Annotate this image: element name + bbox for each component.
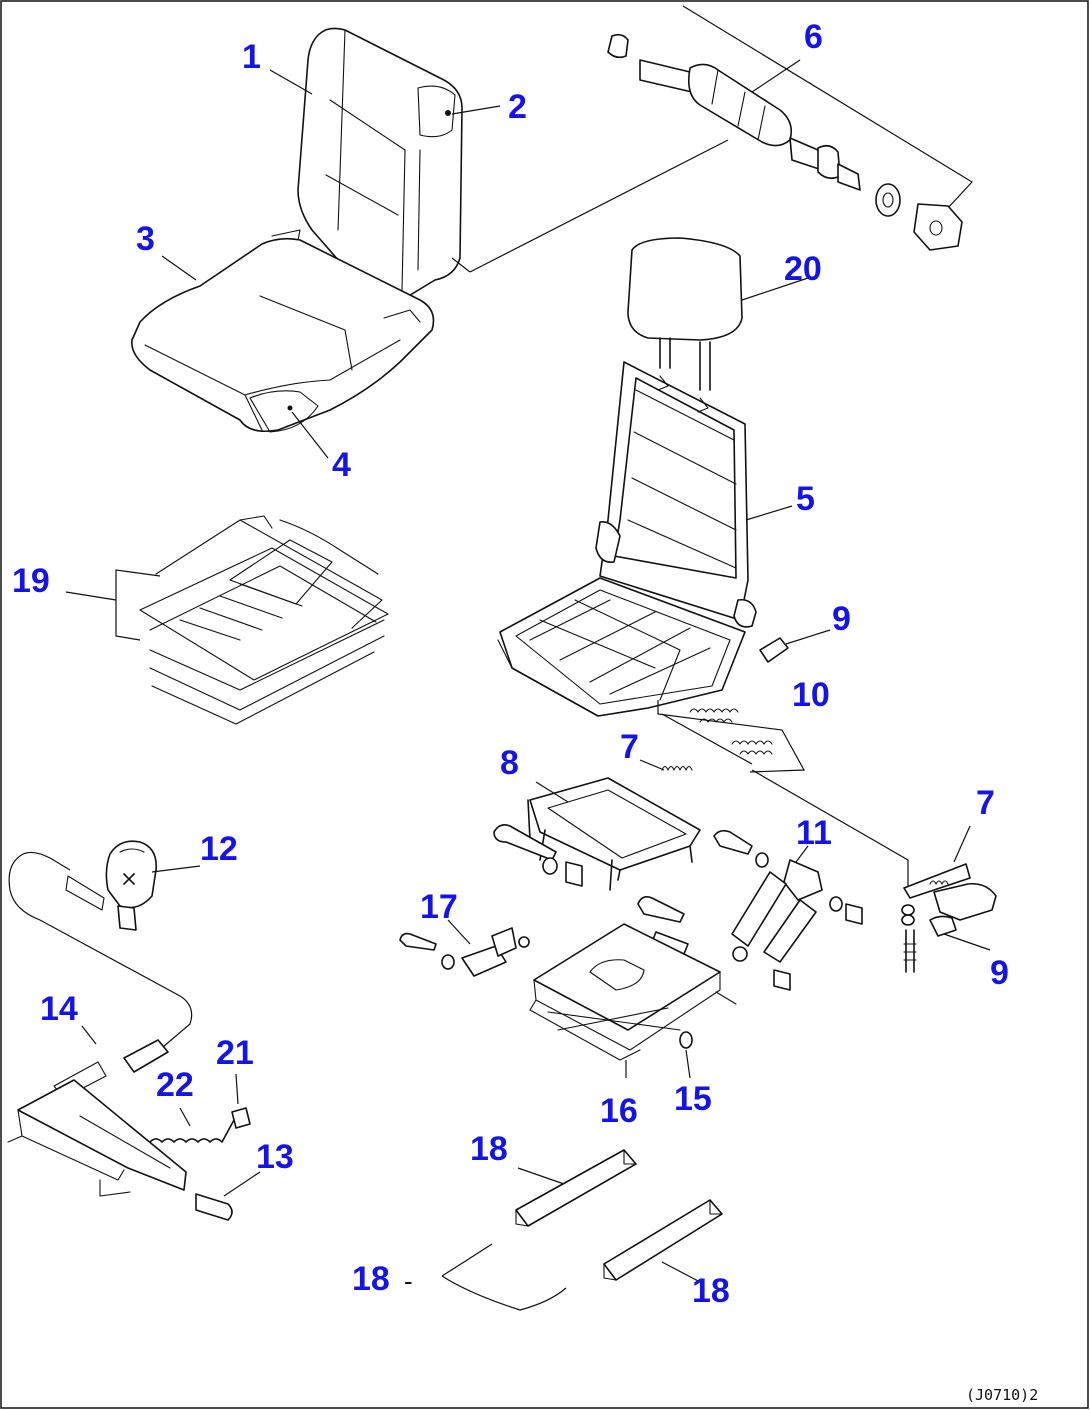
callout-18-left: 18 <box>352 1260 390 1298</box>
lever-rail-assembly <box>7 840 251 1221</box>
drawing-code: (J0710)2 <box>966 1386 1038 1404</box>
callout-10: 10 <box>792 676 830 714</box>
callout-11: 11 <box>796 814 832 852</box>
part-9-clip-upper <box>759 637 789 663</box>
callout-2: 2 <box>508 88 527 126</box>
callout-4: 4 <box>332 446 351 484</box>
seat-back-cushion <box>297 27 463 301</box>
leader-lines <box>81 59 971 1283</box>
suspension-dampers <box>637 859 863 991</box>
springs-part-10 <box>657 700 805 773</box>
armrest-shaft-assembly <box>451 5 973 273</box>
callout-15: 15 <box>674 1080 712 1118</box>
callout-13: 13 <box>256 1138 294 1176</box>
bolt-set-part-17 <box>399 927 530 977</box>
seat-pan-part-19 <box>65 515 389 725</box>
right-bracket-assembly <box>751 769 997 973</box>
callout-18-dash: - <box>404 1266 413 1296</box>
callout-12: 12 <box>200 830 238 868</box>
callout-18-upper: 18 <box>470 1130 508 1168</box>
callout-19: 19 <box>12 562 50 600</box>
callout-17: 17 <box>420 888 458 926</box>
spring-part-7-upper <box>661 765 693 771</box>
seat-cushion <box>131 229 435 433</box>
callout-labels: 1 2 3 4 5 6 7 7 8 9 9 10 11 12 13 14 15 … <box>12 18 1009 1310</box>
callout-22: 22 <box>156 1066 194 1104</box>
callout-5: 5 <box>796 480 815 518</box>
part-4-point <box>287 405 293 411</box>
seat-frame <box>497 361 757 717</box>
part-2-point <box>445 110 451 116</box>
callout-14: 14 <box>40 990 78 1028</box>
callout-8: 8 <box>500 744 519 782</box>
slide-rails-part-18 <box>441 1149 723 1311</box>
callout-21: 21 <box>216 1034 254 1072</box>
callout-1: 1 <box>242 38 261 76</box>
callout-18-lower: 18 <box>692 1272 730 1310</box>
callout-6: 6 <box>804 18 823 56</box>
callout-9-lower: 9 <box>990 954 1009 992</box>
callout-16: 16 <box>600 1092 638 1130</box>
callout-9-upper: 9 <box>832 600 851 638</box>
callout-7-upper: 7 <box>620 728 639 766</box>
slide-frame <box>493 777 769 891</box>
suspension-base <box>529 923 737 1078</box>
callout-3: 3 <box>136 220 155 258</box>
callout-7-right: 7 <box>976 784 995 822</box>
callout-20: 20 <box>784 250 822 288</box>
headrest <box>627 237 743 391</box>
